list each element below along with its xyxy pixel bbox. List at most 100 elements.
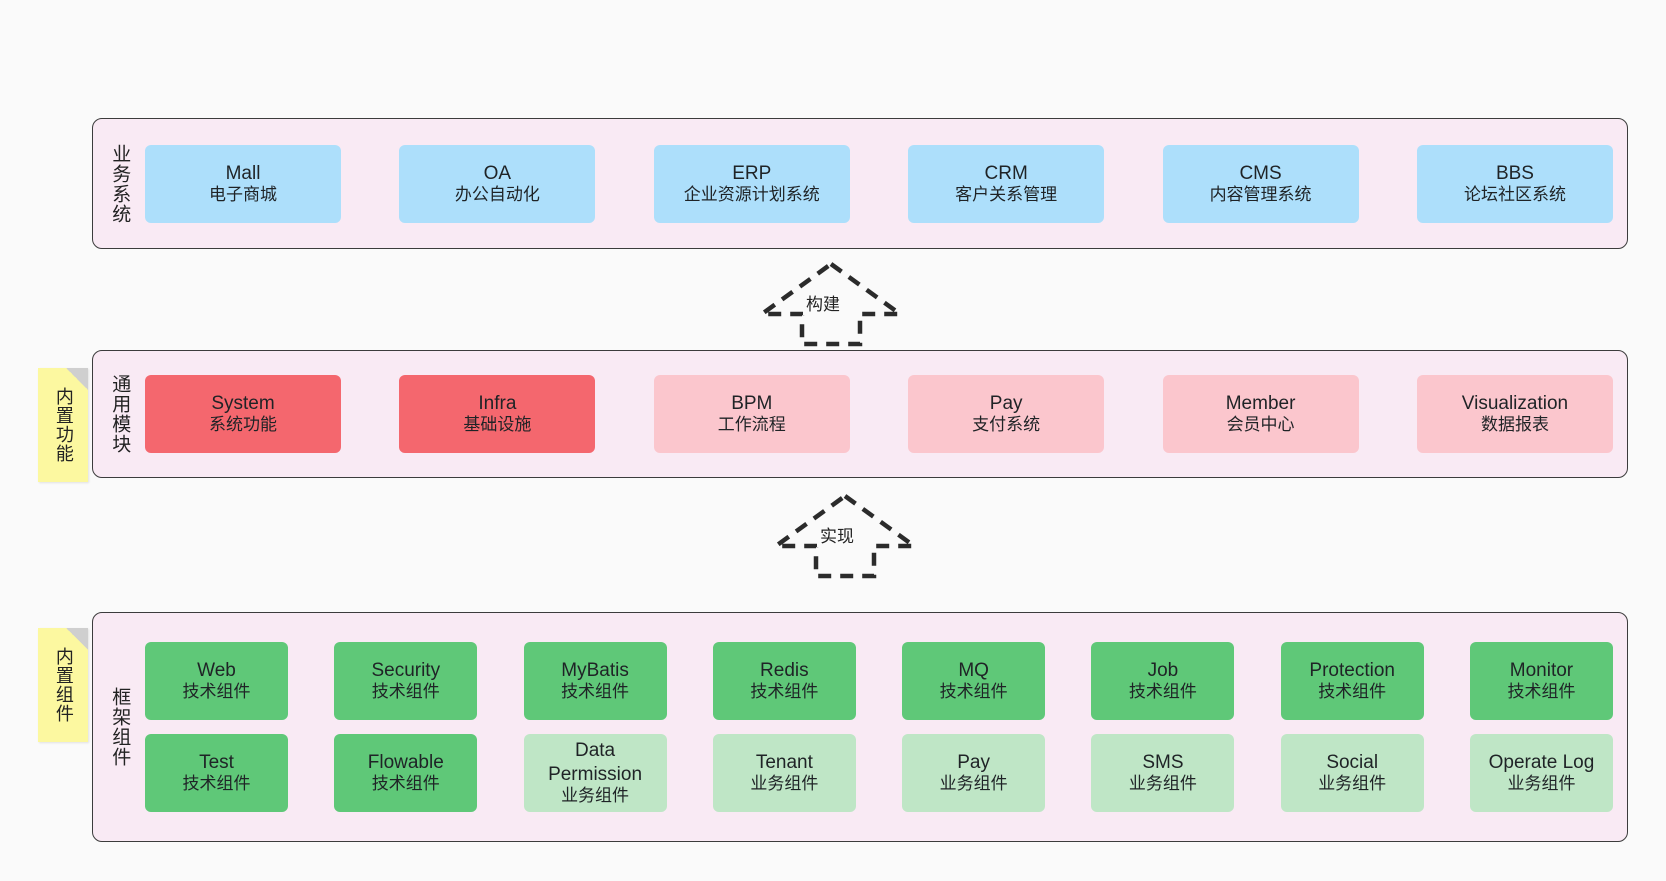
component-card-title: BPM [731,393,773,415]
component-card-subtitle: 内容管理系统 [1209,184,1312,204]
component-card-subtitle: 系统功能 [209,415,277,435]
component-card-title: Operate Log [1488,752,1595,774]
component-card-subtitle: 技术组件 [182,682,251,702]
build-arrow-label: 构建 [803,290,843,315]
component-card-title: BBS [1495,162,1534,184]
component-card-subtitle: 业务组件 [1128,774,1197,794]
component-card-subtitle: 技术组件 [371,774,440,794]
component-card-subtitle: 工作流程 [717,415,786,435]
component-card-subtitle: 业务组件 [1507,774,1576,794]
component-card-title: Mall [225,162,261,184]
component-card-title: Monitor [1509,660,1574,682]
component-card-subtitle: 基础设施 [463,415,532,435]
component-card-subtitle: 办公自动化 [454,184,540,204]
component-card-subtitle: 业务组件 [1318,774,1387,794]
sticky-note-builtin-components: 内置组件 [38,628,88,742]
component-card-subtitle: 技术组件 [561,682,630,702]
implement-arrow: 实现 [769,490,921,582]
component-card-title: Web [197,660,236,682]
component-card-subtitle: 技术组件 [939,682,1008,702]
component-card-subtitle: 技术组件 [750,682,819,702]
component-card-title: Tenant [755,752,813,774]
component-card-title: SMS [1142,752,1184,774]
component-card-subtitle: 技术组件 [1128,682,1197,702]
component-card-title: Test [199,752,234,774]
implement-arrow-shape [769,493,921,579]
component-card-subtitle: 业务组件 [750,774,819,794]
component-card-subtitle: 技术组件 [1507,682,1576,702]
component-card-subtitle: 业务组件 [561,785,630,805]
component-card-subtitle: 技术组件 [1318,682,1387,702]
component-card-title: Security [371,660,441,682]
component-card-title: CMS [1239,162,1282,184]
component-card-subtitle: 数据报表 [1480,415,1549,435]
component-card-title: Data Permission [548,740,643,785]
component-card-title: Pay [989,393,1023,415]
component-card-title: Pay [957,752,990,774]
component-card-title: Flowable [367,752,444,774]
component-card-title: Member [1225,393,1296,415]
implement-arrow-label: 实现 [817,522,857,547]
component-card-subtitle: 企业资源计划系统 [683,184,820,204]
build-arrow: 构建 [755,258,907,350]
sticky-note-builtin-features: 内置功能 [38,368,88,482]
component-card-subtitle: 会员中心 [1226,415,1295,435]
component-card-title: ERP [732,162,772,184]
common-module-layer-title: 通用模块 [109,374,131,454]
component-card-subtitle: 客户关系管理 [955,184,1058,204]
component-card-subtitle: 电子商城 [209,184,277,204]
component-card-title: OA [483,162,512,184]
component-card-title: Redis [760,660,809,682]
component-card-title: Visualization [1461,393,1569,415]
component-card-title: MyBatis [561,660,629,682]
sticky-note-builtin-features-label: 内置功能 [53,387,74,463]
component-card-title: Social [1326,752,1379,774]
component-card-title: CRM [984,162,1028,184]
component-card-title: MQ [958,660,989,682]
component-card-title: System [211,393,275,415]
component-card-title: Protection [1309,660,1395,682]
business-system-layer-title: 业务系统 [109,143,131,224]
framework-component-layer-title: 框架组件 [109,687,131,767]
component-card-subtitle: 支付系统 [972,415,1041,435]
